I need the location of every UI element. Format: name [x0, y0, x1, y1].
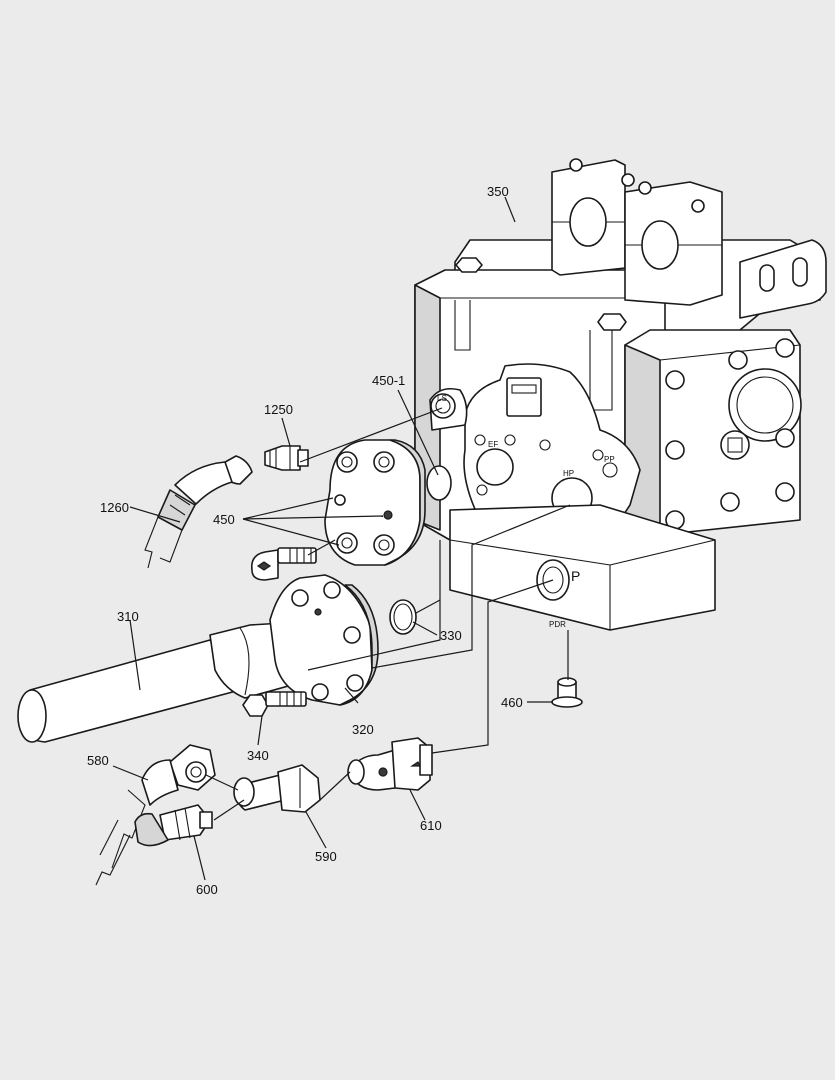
port-label-pdr: PDR — [549, 620, 566, 629]
callout-1250: 1250 — [264, 402, 293, 417]
bolt-340 — [242, 691, 307, 717]
port-label-p: P — [571, 568, 580, 584]
callout-450-1: 450-1 — [372, 373, 405, 388]
leader-lines — [112, 196, 569, 881]
port-label-pp: PP — [604, 455, 615, 464]
callout-460: 460 — [501, 695, 523, 710]
port-label-ls: LS — [437, 394, 447, 403]
plug-460 — [551, 677, 583, 708]
fitting-590 — [233, 764, 321, 813]
callout-310: 310 — [117, 609, 139, 624]
callout-590: 590 — [315, 849, 337, 864]
callout-1260: 1260 — [100, 500, 129, 515]
port-label-ef: EF — [488, 440, 498, 449]
valve-block-assembly — [414, 158, 827, 631]
callout-610: 610 — [420, 818, 442, 833]
hose-1260 — [144, 455, 253, 569]
fitting-1250 — [264, 445, 309, 471]
bolt-450 — [250, 547, 317, 581]
hose-580 — [99, 744, 216, 869]
callout-350: 350 — [487, 184, 509, 199]
flange-block-450 — [324, 439, 426, 566]
routing-lines — [205, 407, 571, 821]
callout-340: 340 — [247, 748, 269, 763]
callout-600: 600 — [196, 882, 218, 897]
sensor-600 — [95, 804, 213, 886]
callout-450: 450 — [213, 512, 235, 527]
flange-320 — [269, 574, 379, 706]
port-label-hp: HP — [563, 469, 574, 478]
fitting-610 — [347, 737, 433, 791]
callout-320: 320 — [352, 722, 374, 737]
callout-580: 580 — [87, 753, 109, 768]
o-ring-450-1 — [426, 465, 452, 501]
callout-330: 330 — [440, 628, 462, 643]
